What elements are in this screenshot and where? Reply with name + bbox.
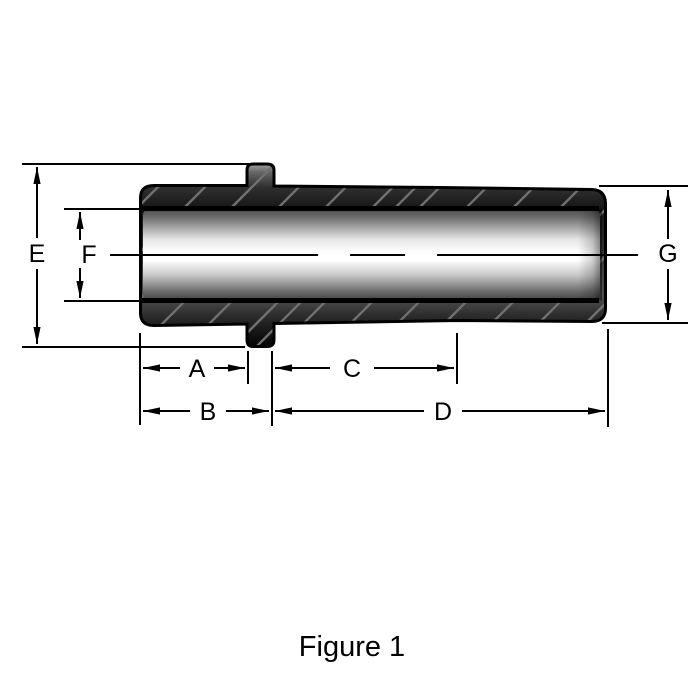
dimension-D: D — [275, 398, 605, 426]
dim-label-d: D — [434, 398, 452, 426]
dimension-C: C — [275, 355, 454, 383]
valve-guide-outline — [139, 162, 607, 348]
dim-label-b: B — [200, 398, 217, 426]
dimension-G: G — [658, 190, 678, 320]
dim-label-e: E — [29, 240, 46, 268]
dimension-F: F — [76, 212, 97, 298]
dimension-B: B — [143, 398, 269, 426]
dim-label-a: A — [189, 355, 206, 383]
dim-label-f: F — [81, 241, 96, 269]
dim-label-c: C — [343, 355, 361, 383]
extension-lines — [22, 163, 688, 427]
dim-label-g: G — [658, 240, 677, 268]
figure-caption: Figure 1 — [299, 631, 405, 663]
dimension-E: E — [29, 167, 46, 344]
dimension-A: A — [143, 355, 245, 383]
